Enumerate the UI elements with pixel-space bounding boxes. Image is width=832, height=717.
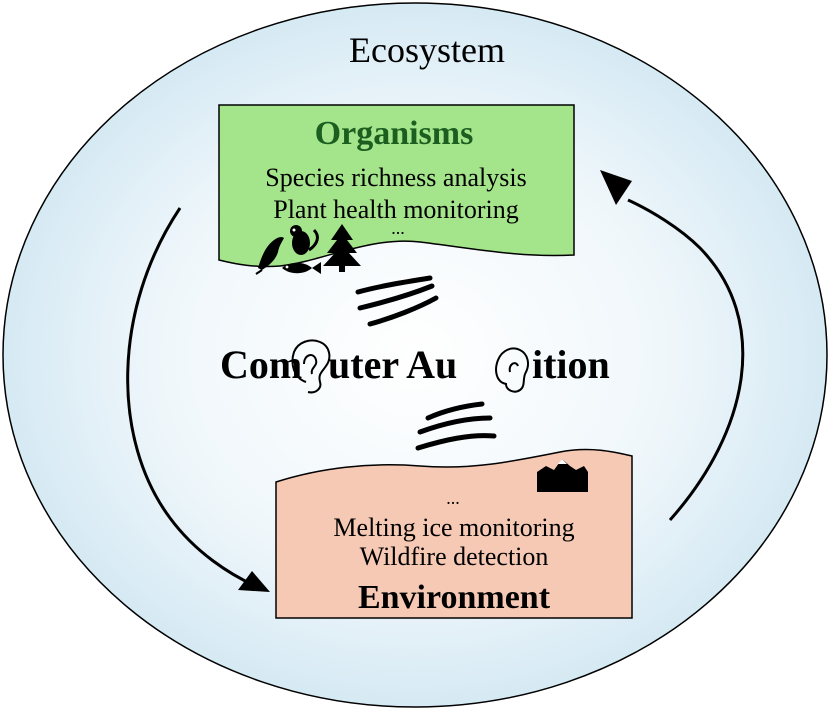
organisms-ellipsis: ... (391, 218, 405, 238)
organisms-box (218, 104, 575, 268)
environment-title: Environment (358, 579, 551, 616)
environment-item-ice: Melting ice monitoring (333, 513, 574, 542)
sound-waves-top (355, 275, 439, 327)
pine-tree-icon (323, 224, 361, 272)
organisms-item-plant: Plant health monitoring (273, 195, 519, 224)
organisms-title: Organisms (315, 115, 474, 152)
arrow-environment-to-organisms (600, 170, 745, 521)
sound-waves-bottom (415, 401, 497, 451)
computer-audition-end: ition (532, 342, 610, 387)
computer-audition-middle: uter Au (328, 342, 457, 387)
ear-icon (291, 339, 331, 394)
bird-icon (255, 236, 284, 275)
organisms-item-species: Species richness analysis (265, 163, 526, 192)
fish-icon (282, 262, 321, 274)
ecosystem-title: Ecosystem (349, 30, 505, 70)
chipmunk-icon (290, 225, 319, 255)
mountain-icon (537, 459, 588, 492)
arrow-organisms-to-environment (126, 207, 270, 592)
computer-audition-title: Com (220, 342, 302, 387)
environment-item-wildfire: Wildfire detection (360, 542, 549, 571)
environment-ellipsis: ... (446, 488, 460, 508)
ear-icon-2 (495, 347, 529, 393)
